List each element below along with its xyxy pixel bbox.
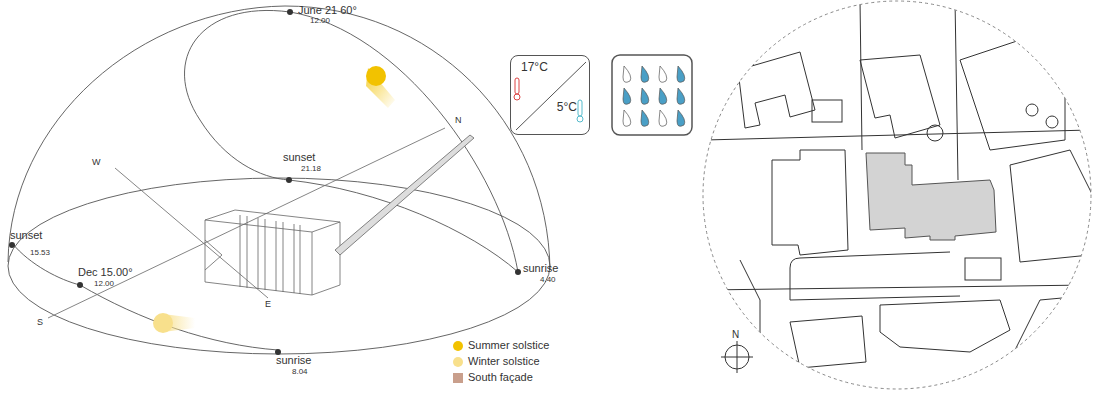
compass-letter: N	[455, 116, 462, 126]
site-map	[705, 0, 1095, 393]
building-model	[205, 135, 474, 295]
summer-sun	[366, 66, 386, 86]
time-value: 21.18	[301, 165, 321, 174]
compass-letter: N	[732, 329, 739, 340]
time-value: 8.04	[292, 368, 308, 377]
sun-dots	[9, 9, 521, 355]
compass-letter: W	[92, 158, 101, 168]
legend-text: Summer solstice	[468, 339, 549, 351]
sun-event: Dec 15.00°	[78, 266, 133, 278]
legend-swatch	[453, 341, 463, 351]
compass-letter: S	[37, 318, 43, 328]
sun-event: sunset	[283, 151, 315, 163]
compass-letter: E	[265, 300, 271, 310]
rain-drops	[623, 66, 685, 126]
temperature-value: 17°C	[521, 60, 548, 74]
legend-text: South façade	[468, 371, 533, 383]
sun-event: sunrise	[276, 354, 311, 366]
time-value: 4.40	[540, 276, 556, 285]
map-boundary	[703, 1, 1091, 389]
north-arrow	[721, 341, 753, 373]
time-value: 15.53	[30, 249, 50, 258]
time-value: 12.00	[310, 17, 330, 26]
legend-text: Winter solstice	[468, 355, 540, 367]
sun-event: sunset	[10, 229, 42, 241]
winter-sun	[153, 313, 173, 333]
sun-path	[8, 6, 550, 354]
legend-swatch	[453, 357, 463, 367]
sun-event: sunrise	[523, 262, 558, 274]
temperature-box: 17°C 5°C	[510, 55, 590, 135]
temperature-value: 5°C	[557, 100, 577, 114]
time-value: 12.00	[94, 280, 114, 289]
rain-box	[612, 55, 692, 135]
sun-event: June 21 60°	[298, 4, 357, 16]
legend-swatch	[453, 373, 463, 383]
